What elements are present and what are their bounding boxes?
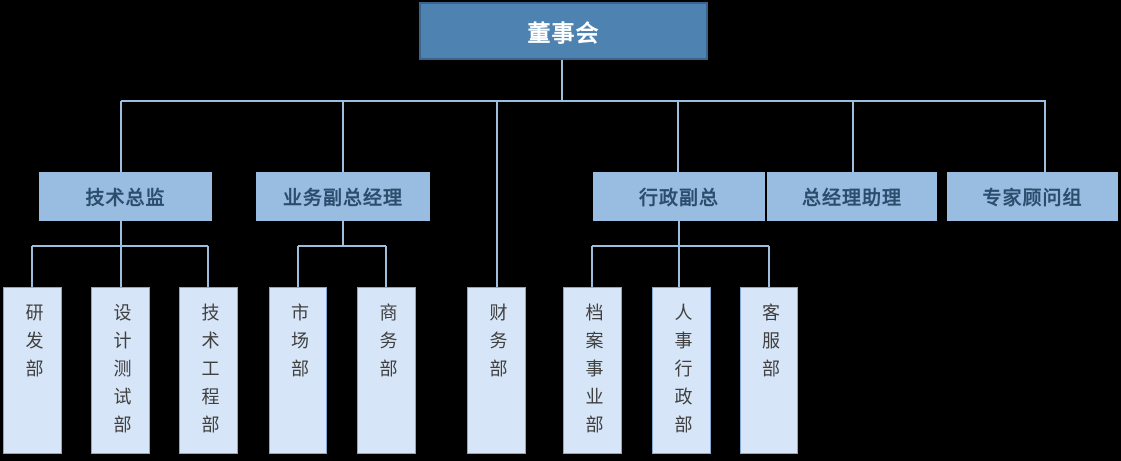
dept-label: 财务部: [486, 303, 508, 387]
org-node-admin-deputy: 行政副总: [593, 172, 765, 221]
org-node-tech-director: 技术总监: [39, 172, 212, 221]
org-node-gm-assistant: 总经理助理: [767, 172, 937, 221]
org-node-rnd-dept: 研发部: [3, 287, 62, 454]
dept-label: 人事行政部: [671, 303, 693, 443]
org-node-customer-service-dept: 客服部: [740, 287, 798, 454]
org-node-marketing-dept: 市场部: [269, 287, 327, 454]
org-node-expert-advisory-group: 专家顾问组: [947, 172, 1118, 221]
dept-label: 商务部: [376, 303, 398, 387]
org-node-commerce-dept: 商务部: [357, 287, 416, 454]
org-node-design-test-dept: 设计测试部: [91, 287, 150, 454]
dept-label: 研发部: [22, 303, 44, 387]
dept-label: 市场部: [288, 303, 309, 387]
org-node-tech-engineering-dept: 技术工程部: [179, 287, 238, 454]
org-node-archives-dept: 档案事业部: [563, 287, 622, 454]
org-node-hr-admin-dept: 人事行政部: [652, 287, 711, 454]
dept-label: 技术工程部: [198, 303, 220, 443]
dept-label: 客服部: [759, 303, 780, 387]
dept-label: 设计测试部: [110, 303, 132, 443]
org-node-business-deputy-gm: 业务副总经理: [256, 172, 430, 221]
dept-label: 档案事业部: [582, 303, 604, 443]
connector-path: [31, 60, 1046, 287]
org-node-board: 董事会: [419, 2, 708, 60]
org-node-finance-dept: 财务部: [467, 287, 526, 454]
